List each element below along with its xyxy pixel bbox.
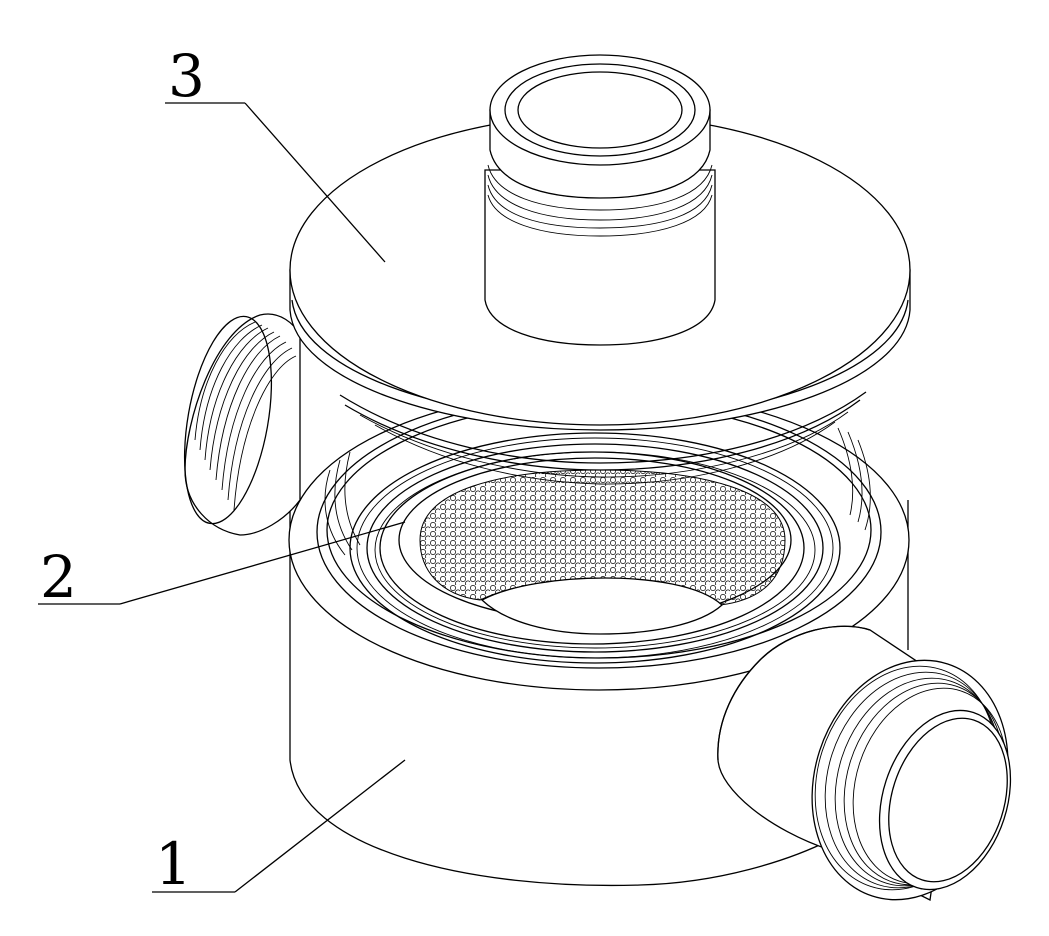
inner-thread-lines	[324, 427, 871, 556]
callout-2-label: 2	[40, 543, 77, 611]
right-threaded-port	[717, 625, 1012, 901]
cover	[289, 54, 911, 485]
filter-screen	[379, 451, 805, 645]
callout-3-label: 3	[168, 42, 205, 110]
left-threaded-port	[183, 313, 301, 536]
callout-1-label: 1	[155, 830, 192, 898]
callout-1: 1	[152, 759, 406, 898]
left-thread-lines	[194, 321, 297, 511]
callout-3: 3	[165, 42, 386, 263]
callout-2: 2	[38, 521, 406, 611]
